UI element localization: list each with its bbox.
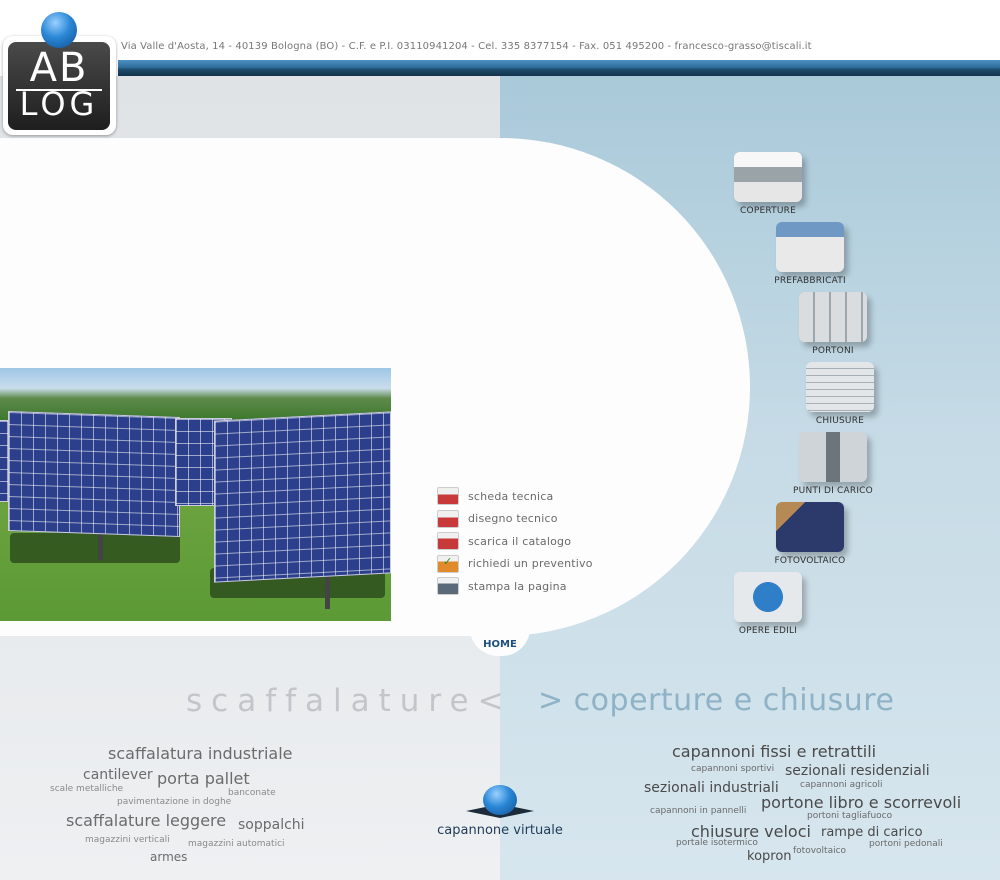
tag-link[interactable]: rampe di carico <box>821 825 923 840</box>
link-label: disegno tecnico <box>468 512 558 526</box>
category-fotovoltaico[interactable]: FOTOVOLTAICO <box>770 502 850 566</box>
action-links: scheda tecnica disegno tecnico scarica i… <box>437 485 593 598</box>
logo-text-top: AB <box>29 45 89 91</box>
link-label: richiedi un preventivo <box>468 557 593 571</box>
solar-panel-icon <box>776 502 844 552</box>
tag-link[interactable]: magazzini automatici <box>188 839 285 849</box>
link-disegno-tecnico[interactable]: disegno tecnico <box>437 508 593 531</box>
tag-link[interactable]: pavimentazione in doghe <box>117 797 232 807</box>
cement-mixer-icon <box>734 572 802 622</box>
header-bar <box>118 60 1000 76</box>
checkmark-icon: ✓ <box>437 554 459 573</box>
category-opere-edili[interactable]: OPERE EDILI <box>728 572 808 636</box>
tag-link[interactable]: portale isotermico <box>676 838 758 848</box>
category-chiusure[interactable]: CHIUSURE <box>800 362 880 426</box>
link-scheda-tecnica[interactable]: scheda tecnica <box>437 485 593 508</box>
section-title-scaffalature[interactable]: scaffalature< <box>186 683 513 719</box>
document-icon <box>437 487 459 506</box>
door-icon <box>799 292 867 342</box>
globe-icon <box>483 785 517 815</box>
tag-link[interactable]: scaffalature leggere <box>66 811 227 830</box>
tag-link[interactable]: cantilever <box>83 767 153 783</box>
tag-link[interactable]: fotovoltaico <box>793 846 847 856</box>
tag-link[interactable]: banconate <box>228 788 276 798</box>
drawing-icon <box>437 509 459 528</box>
category-punti-di-carico[interactable]: PUNTI DI CARICO <box>793 432 873 496</box>
category-label: PREFABBRICATI <box>774 276 846 286</box>
tag-link[interactable]: porta pallet <box>157 769 250 788</box>
tag-link[interactable]: capannoni in pannelli <box>650 806 747 816</box>
loading-dock-icon <box>799 432 867 482</box>
tag-link[interactable]: sezionali industriali <box>644 780 779 796</box>
category-prefabbricati[interactable]: PREFABBRICATI <box>770 222 850 286</box>
home-link[interactable]: HOME <box>483 639 517 650</box>
link-label: scheda tecnica <box>468 489 554 503</box>
tag-link[interactable]: armes <box>150 850 188 864</box>
solar-panels-photo <box>0 368 391 621</box>
panel-shadow <box>10 533 180 563</box>
panel-pole <box>98 528 103 560</box>
panel-pole <box>325 573 330 609</box>
category-label: PORTONI <box>812 346 854 356</box>
solar-panel <box>8 410 180 538</box>
logo-plate <box>8 42 110 130</box>
tag-link[interactable]: kopron <box>747 849 792 864</box>
section-title-coperture[interactable]: > coperture e chiusure <box>538 683 895 718</box>
category-label: CHIUSURE <box>815 416 865 426</box>
tag-link[interactable]: portone libro e scorrevoli <box>761 793 962 812</box>
category-label: COPERTURE <box>740 206 796 216</box>
tag-link[interactable]: portoni pedonali <box>869 839 943 849</box>
category-label: PUNTI DI CARICO <box>793 486 873 496</box>
category-portoni[interactable]: PORTONI <box>793 292 873 356</box>
category-label: OPERE EDILI <box>738 626 798 636</box>
tag-link[interactable]: portoni tagliafuoco <box>807 811 893 821</box>
prefab-building-icon <box>776 222 844 272</box>
roller-shutter-icon <box>806 362 874 412</box>
link-scarica-catalogo[interactable]: scarica il catalogo <box>437 530 593 553</box>
link-label: stampa la pagina <box>468 579 567 593</box>
tag-link[interactable]: capannoni agricoli <box>800 780 883 790</box>
logo-divider <box>16 89 102 91</box>
tag-link[interactable]: scaffalatura industriale <box>108 744 293 763</box>
link-label: scarica il catalogo <box>468 534 572 548</box>
link-stampa-pagina[interactable]: stampa la pagina <box>437 575 593 598</box>
tag-link[interactable]: sezionali residenziali <box>785 763 930 779</box>
tag-link[interactable]: capannoni fissi e retrattili <box>672 742 877 761</box>
printer-icon <box>437 577 459 596</box>
tag-link[interactable]: capannoni sportivi <box>691 764 775 774</box>
tag-link[interactable]: scale metalliche <box>50 784 124 794</box>
category-coperture[interactable]: COPERTURE <box>728 152 808 216</box>
company-address: Via Valle d'Aosta, 14 - 40139 Bologna (B… <box>121 41 812 52</box>
tag-link[interactable]: chiusure veloci <box>691 822 811 841</box>
solar-panel <box>214 411 391 583</box>
virtual-label: capannone virtuale <box>437 823 563 838</box>
globe-icon <box>41 12 77 48</box>
category-label: FOTOVOLTAICO <box>774 556 846 566</box>
download-icon <box>437 532 459 551</box>
logo-text-bottom: LOG <box>19 85 99 123</box>
ablog-logo[interactable]: AB LOG <box>0 12 118 135</box>
link-richiedi-preventivo[interactable]: ✓ richiedi un preventivo <box>437 553 593 576</box>
warehouse-icon <box>734 152 802 202</box>
tag-link[interactable]: magazzini verticali <box>85 835 170 845</box>
tag-link[interactable]: soppalchi <box>238 817 305 833</box>
